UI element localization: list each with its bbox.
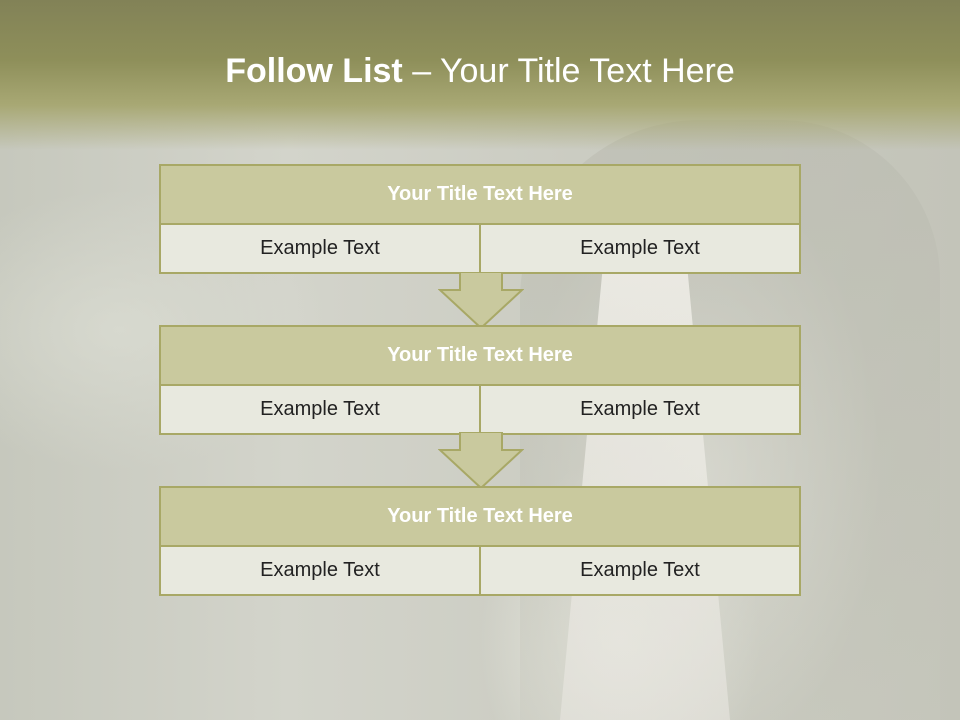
step-cell-right: Example Text <box>479 547 799 594</box>
step-row: Example Text Example Text <box>161 386 799 433</box>
step-title: Your Title Text Here <box>161 166 799 225</box>
header-band <box>0 0 960 150</box>
down-arrow-icon <box>438 272 524 330</box>
step-cell-right: Example Text <box>479 386 799 433</box>
step-cell-left: Example Text <box>260 559 380 581</box>
step-title: Your Title Text Here <box>161 327 799 386</box>
step-row: Example Text Example Text <box>161 547 799 594</box>
step-cell-left: Example Text <box>260 237 380 259</box>
step-block-2: Your Title Text Here Example Text Exampl… <box>159 325 801 435</box>
slide-title: Follow List – Your Title Text Here <box>0 52 960 91</box>
step-title: Your Title Text Here <box>161 488 799 547</box>
slide-title-rest: – Your Title Text Here <box>402 52 735 90</box>
step-block-3: Your Title Text Here Example Text Exampl… <box>159 486 801 596</box>
slide-title-bold: Follow List <box>225 52 403 90</box>
step-row: Example Text Example Text <box>161 225 799 272</box>
step-block-1: Your Title Text Here Example Text Exampl… <box>159 164 801 274</box>
down-arrow-icon <box>438 432 524 490</box>
step-cell-left: Example Text <box>260 398 380 420</box>
step-cell-right: Example Text <box>479 225 799 272</box>
